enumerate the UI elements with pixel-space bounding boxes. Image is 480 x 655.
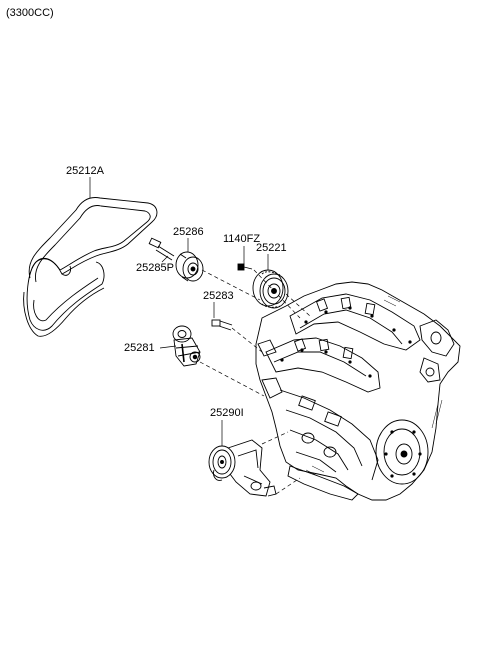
belt-tensioner — [172, 325, 201, 367]
idler-pulley — [175, 251, 204, 282]
part-label-pulley-bolt: 1140FZ — [223, 233, 261, 245]
part-label-pulley: 25221 — [256, 242, 287, 254]
leader-lines — [89, 177, 269, 446]
assembly-guide-lines — [199, 269, 311, 495]
drive-belt — [23, 197, 158, 337]
tensioner-bracket — [208, 439, 277, 497]
part-label-idler-pulley: 25286 — [173, 226, 204, 238]
idler-bolt — [148, 237, 175, 261]
variant-label: (3300CC) — [6, 7, 54, 19]
pulley-bolt — [237, 263, 253, 271]
engine-assembly — [255, 281, 461, 501]
part-label-tensioner: 25281 — [124, 342, 155, 354]
tensioner-bolt — [211, 319, 233, 331]
part-label-tensioner-bracket: 25290I — [210, 407, 244, 419]
crank-pulley — [252, 269, 289, 309]
part-label-idler-bolt: 25285P — [136, 262, 174, 274]
part-label-belt: 25212A — [66, 165, 104, 177]
part-label-tensioner-bolt: 25283 — [203, 290, 234, 302]
